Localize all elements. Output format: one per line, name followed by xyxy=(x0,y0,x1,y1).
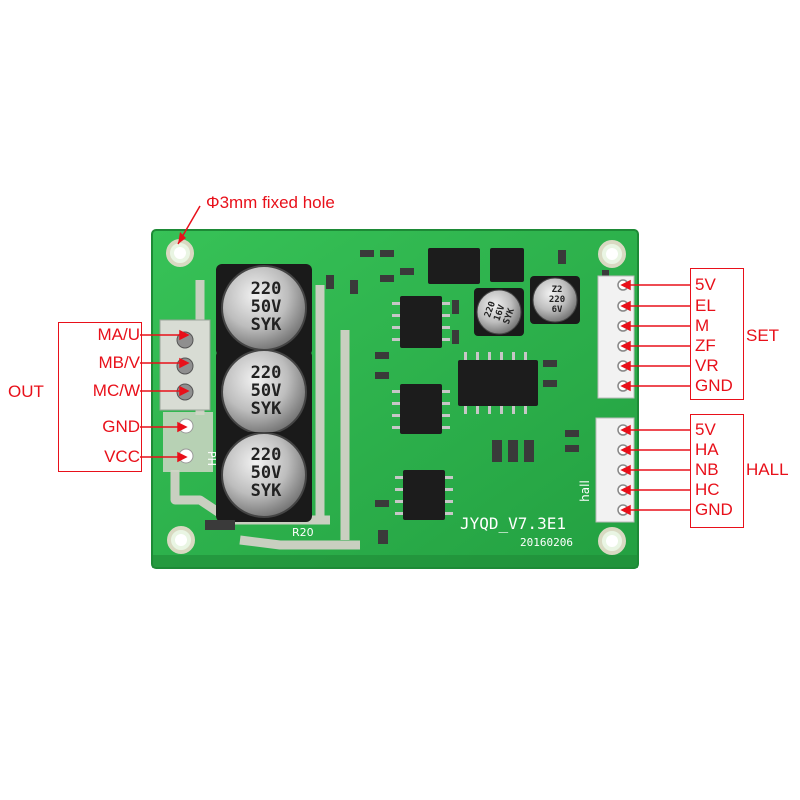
hall-pin-ha: HA xyxy=(695,440,719,459)
hall-pin-hc: HC xyxy=(695,480,720,499)
mounting-holes xyxy=(166,239,626,555)
set-pin-5v: 5V xyxy=(695,275,716,294)
driver-chips xyxy=(400,248,538,520)
out-pin-mb: MB/V xyxy=(98,353,140,372)
set-header xyxy=(597,275,635,399)
out-pin-vcc: VCC xyxy=(104,447,140,466)
out-pin-mc: MC/W xyxy=(92,381,140,400)
hall-pin-5v: 5V xyxy=(695,420,716,439)
cap1-text: 220 50V SYK xyxy=(250,279,282,335)
set-arrows xyxy=(620,279,690,392)
capacitor-1 xyxy=(216,264,312,356)
hall-pin-nb: NB xyxy=(695,460,719,479)
set-group-label: SET xyxy=(746,326,780,345)
small-capacitor-1 xyxy=(474,288,524,336)
small-capacitor-2 xyxy=(530,276,580,324)
date-silk: 20160206 xyxy=(520,536,573,549)
set-pin-m: M xyxy=(695,316,710,335)
small-cap2-text: Z2 220 6V xyxy=(548,285,566,315)
r20-silk: R20 xyxy=(292,526,314,539)
hall-silk: hall xyxy=(577,480,592,502)
set-pin-gnd: GND xyxy=(695,376,733,395)
set-pin-zf: ZF xyxy=(695,336,716,355)
hall-pin-box xyxy=(690,414,744,528)
hall-group-label: HALL xyxy=(746,460,789,479)
out-pin-box xyxy=(58,322,142,472)
set-pin-el: EL xyxy=(695,296,716,315)
cap2-text: 220 50V SYK xyxy=(250,363,282,419)
capacitor-2 xyxy=(216,349,312,442)
model-silk: JYQD_V7.3E1 xyxy=(460,514,566,533)
hall-pin-gnd: GND xyxy=(695,500,733,519)
out-group-label: OUT xyxy=(8,382,44,401)
hole-note: Φ3mm fixed hole xyxy=(206,193,335,212)
smd-parts xyxy=(205,250,609,544)
out-pin-gnd: GND xyxy=(102,417,140,436)
out-pin-ma: MA/U xyxy=(97,325,141,344)
chip-pins xyxy=(392,302,527,515)
cap3-text: 220 50V SYK xyxy=(250,445,282,501)
hall-arrows xyxy=(620,424,690,516)
set-pin-box xyxy=(690,268,744,400)
capacitor-3 xyxy=(216,432,312,522)
out-arrows xyxy=(140,329,190,463)
ph-silk: PH xyxy=(204,451,218,466)
set-pin-vr: VR xyxy=(695,356,719,375)
